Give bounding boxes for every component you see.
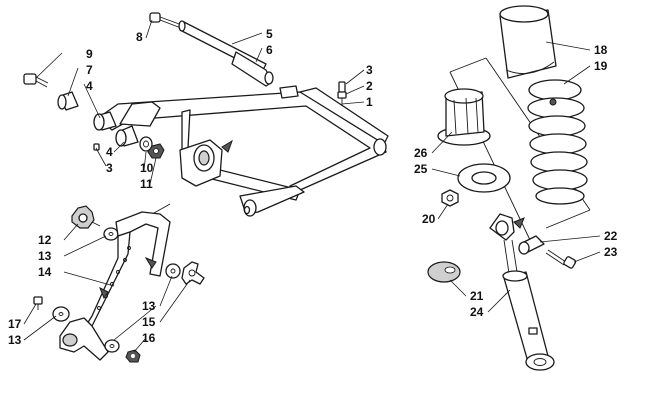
- callout-17: 17: [8, 317, 22, 331]
- bushing-4-lower: [115, 125, 153, 152]
- callout-23: 23: [604, 245, 618, 259]
- callout-4-top: 4: [86, 79, 93, 93]
- wing-nut-15: [181, 261, 205, 285]
- bushing-22: [518, 235, 545, 255]
- grease-fitting-2: [337, 81, 347, 106]
- knob-12: [71, 205, 101, 229]
- callout-13-mid: 13: [142, 299, 156, 313]
- spring-cover-18: [499, 5, 557, 79]
- grease-fitting-3: [93, 143, 100, 151]
- nut-20: [441, 189, 459, 207]
- callout-1: 1: [366, 95, 373, 109]
- shaft-5: [178, 20, 274, 87]
- callout-3-right: 3: [366, 63, 373, 77]
- clip-21: [427, 261, 461, 283]
- callout-12: 12: [38, 233, 52, 247]
- callout-5: 5: [266, 27, 273, 41]
- spring-19: [527, 79, 588, 205]
- shock-24: [489, 213, 555, 371]
- callout-15: 15: [142, 315, 156, 329]
- callout-20: 20: [422, 212, 436, 226]
- callout-18: 18: [594, 43, 608, 57]
- callout-4-lower: 4: [106, 145, 113, 159]
- callout-24: 24: [470, 305, 484, 319]
- callout-9: 9: [86, 47, 93, 61]
- callout-21: 21: [470, 289, 484, 303]
- washer-13b: [165, 263, 181, 279]
- washer-bottom: [104, 339, 120, 353]
- callout-6: 6: [266, 43, 273, 57]
- bolt-17: [33, 296, 43, 310]
- nut-16: [125, 349, 141, 363]
- callout-11: 11: [140, 177, 153, 191]
- washer-13: [103, 227, 119, 241]
- swing-arm-1: [97, 85, 389, 217]
- spring-seat-26: [437, 88, 491, 146]
- callout-13-top: 13: [38, 249, 52, 263]
- bolt-23: [545, 249, 577, 269]
- bushing-7: [57, 91, 79, 111]
- strap-14: [59, 211, 171, 361]
- bolt-8: [149, 12, 183, 29]
- nut-10: [147, 143, 165, 159]
- bolt-9: [23, 73, 49, 88]
- bushing-4: [93, 111, 117, 131]
- callout-14: 14: [38, 265, 52, 279]
- callout-16: 16: [142, 331, 156, 345]
- callout-26: 26: [414, 146, 428, 160]
- leader-lines: [23, 19, 601, 353]
- callout-25: 25: [414, 162, 428, 176]
- washer-13c: [52, 306, 70, 322]
- callout-10: 10: [140, 161, 154, 175]
- callout-2: 2: [366, 79, 373, 93]
- callout-7: 7: [86, 63, 93, 77]
- callout-8: 8: [136, 30, 143, 44]
- callout-13-bottom: 13: [8, 333, 22, 347]
- callout-22: 22: [604, 229, 618, 243]
- callout-19: 19: [594, 59, 608, 73]
- washer-25: [457, 163, 511, 193]
- callout-3-left: 3: [106, 161, 113, 175]
